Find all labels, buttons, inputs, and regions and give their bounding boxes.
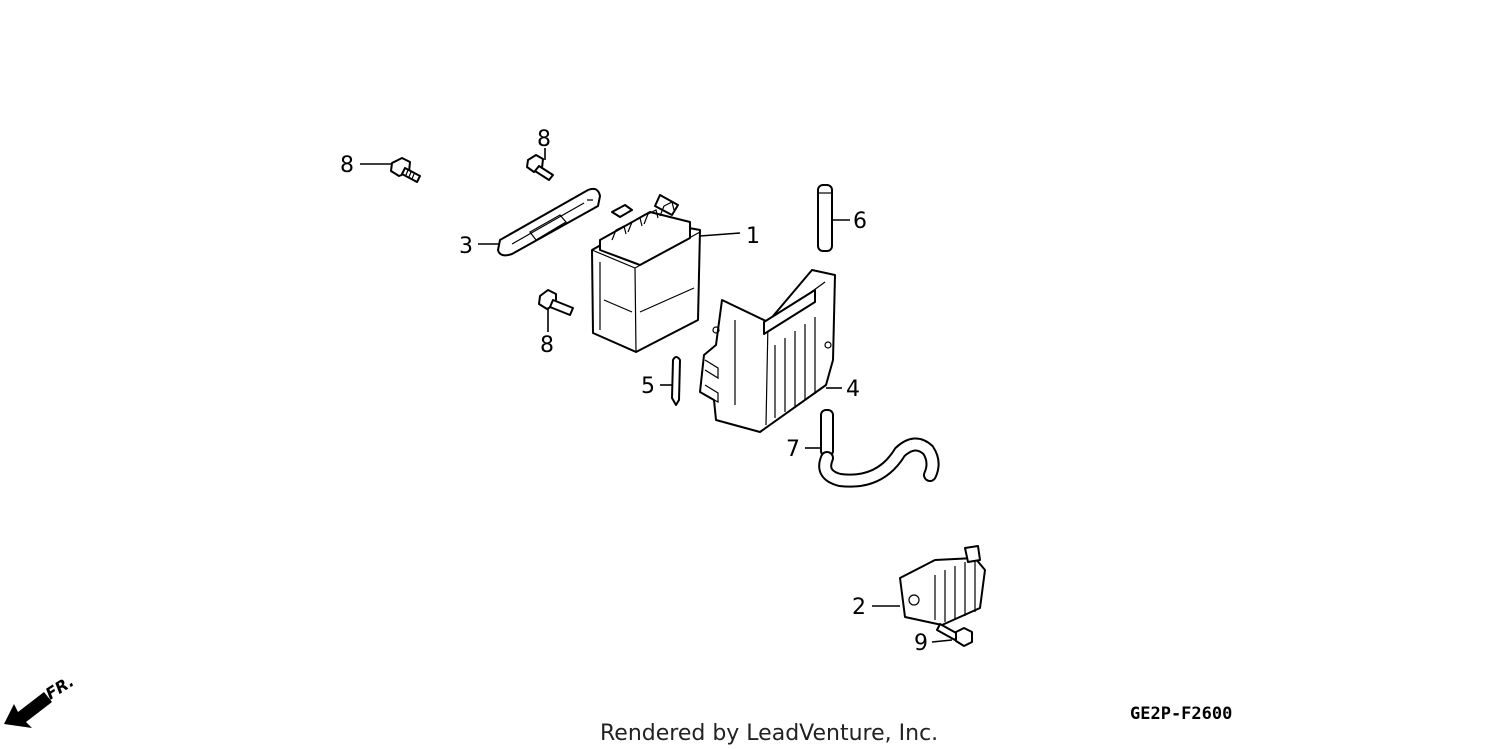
callout-9[interactable]: 9 <box>914 631 928 656</box>
tube-upper[interactable] <box>817 184 833 252</box>
callout-2[interactable]: 2 <box>852 595 866 620</box>
battery-band[interactable] <box>497 187 601 257</box>
callout-1[interactable]: 1 <box>746 224 760 249</box>
diagram-code: GE2P-F2600 <box>1130 704 1232 724</box>
callout-3[interactable]: 3 <box>459 234 473 259</box>
bolt-regulator[interactable] <box>936 623 973 647</box>
callout-6[interactable]: 6 <box>853 209 867 234</box>
clip[interactable] <box>671 356 681 406</box>
render-credit: Rendered by LeadVenture, Inc. <box>600 721 938 746</box>
bolt-left[interactable] <box>390 157 421 183</box>
battery[interactable] <box>591 194 701 353</box>
callout-8-left[interactable]: 8 <box>340 153 354 178</box>
regulator[interactable] <box>899 545 986 626</box>
callout-8-mid[interactable]: 8 <box>540 333 554 358</box>
bolt-mid[interactable] <box>538 289 574 316</box>
breather-tube[interactable] <box>818 409 940 488</box>
front-arrow-icon <box>4 692 52 728</box>
callout-5[interactable]: 5 <box>641 374 655 399</box>
callout-7[interactable]: 7 <box>786 437 800 462</box>
battery-case[interactable] <box>699 269 836 433</box>
bolt-top[interactable] <box>526 154 554 181</box>
callout-8-top[interactable]: 8 <box>537 127 551 152</box>
callout-4[interactable]: 4 <box>846 377 860 402</box>
